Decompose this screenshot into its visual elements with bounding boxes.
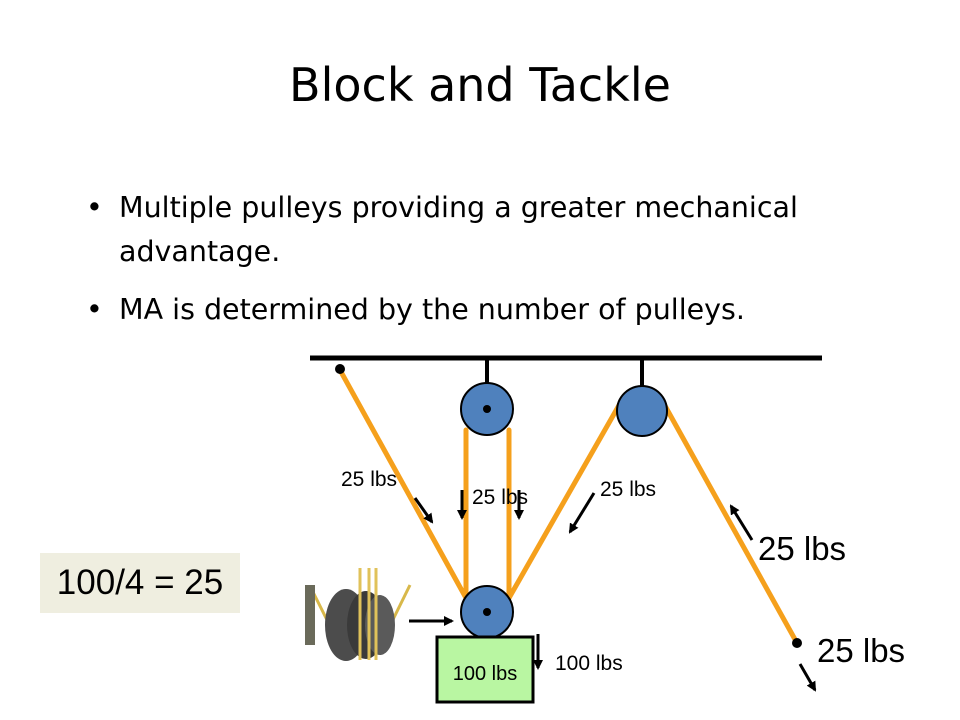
force-arrows (409, 490, 817, 692)
bullet-item: Multiple pulleys providing a greater mec… (86, 186, 946, 274)
bullet-item: MA is determined by the number of pulley… (86, 288, 946, 332)
force-arrow (568, 492, 596, 534)
tension-label: 25 lbs (600, 478, 656, 501)
pulley-photo (305, 562, 417, 666)
rope-segment (661, 401, 800, 646)
rope-end (792, 638, 802, 648)
tension-label: 25 lbs (817, 632, 905, 669)
force-arrow (798, 663, 817, 692)
force-arrow (413, 497, 434, 524)
tension-label: 25 lbs (472, 486, 528, 509)
rope-segment (506, 397, 625, 601)
rope (337, 367, 800, 646)
pulley-axle (483, 608, 491, 616)
force-arrow (729, 504, 754, 541)
equation-box: 100/4 = 25 (40, 553, 240, 613)
pulley-axle (483, 405, 491, 413)
rope-segment (337, 367, 469, 601)
slide-title: Block and Tackle (289, 58, 671, 112)
tension-label: 25 lbs (758, 530, 846, 567)
tension-label: 25 lbs (341, 468, 397, 491)
bullet-list: Multiple pulleys providing a greater mec… (86, 186, 946, 346)
rope-anchor (335, 364, 345, 374)
weight-label: 100 lbs (555, 652, 623, 675)
load-label: 100 lbs (453, 663, 518, 685)
fixed-pulley (616, 385, 668, 437)
